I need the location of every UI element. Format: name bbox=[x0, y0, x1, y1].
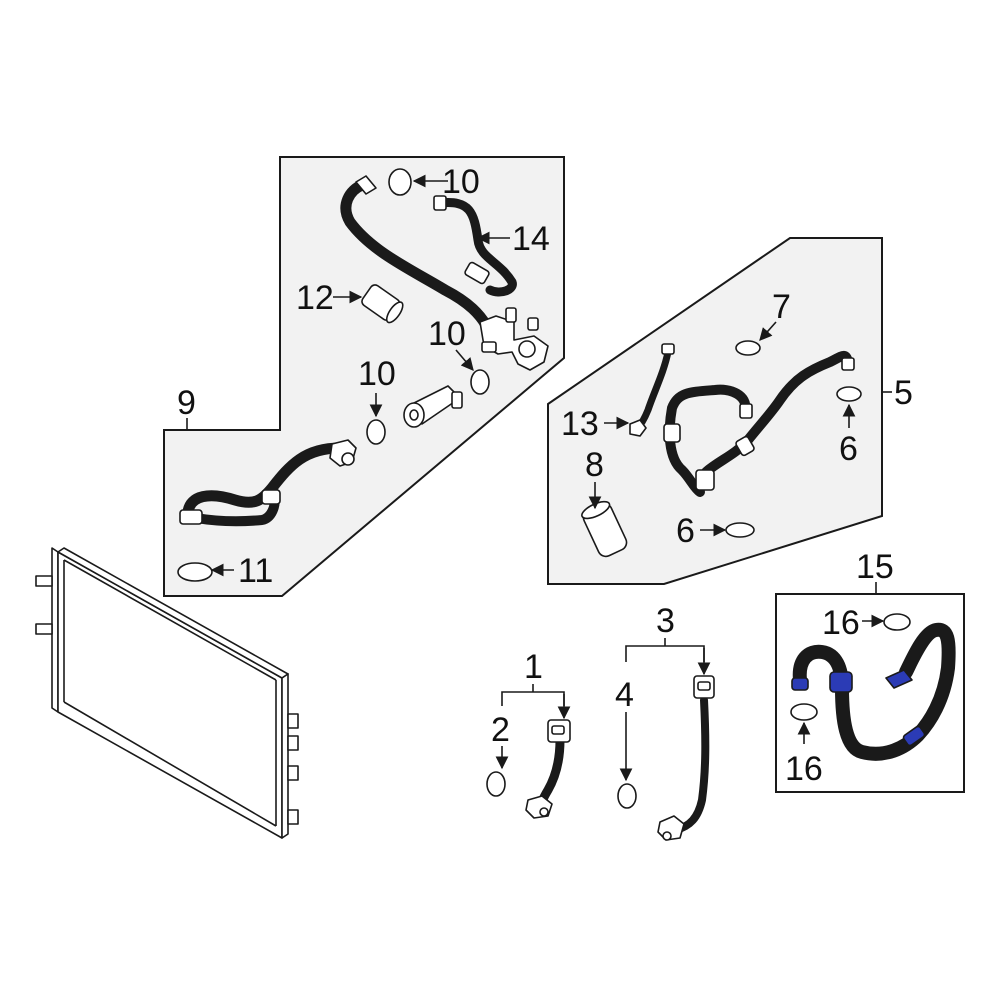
callout-13: 13 bbox=[561, 405, 599, 443]
callout-16: 16 bbox=[822, 604, 860, 642]
o-ring-seal bbox=[883, 613, 911, 631]
o-ring-seal bbox=[388, 168, 412, 196]
panel-group-9 bbox=[163, 156, 565, 597]
ac-line-short bbox=[525, 719, 571, 819]
o-ring-seal bbox=[735, 340, 761, 356]
callout-2: 2 bbox=[491, 711, 510, 749]
highlighted-hose-fill bbox=[794, 624, 954, 759]
o-ring-seal bbox=[617, 783, 637, 809]
ac-line-long bbox=[657, 675, 715, 841]
callout-16: 16 bbox=[785, 750, 823, 788]
callout-12: 12 bbox=[296, 279, 334, 317]
callout-10: 10 bbox=[442, 163, 480, 201]
panel-group-5 bbox=[547, 237, 883, 585]
callout-6: 6 bbox=[839, 430, 858, 468]
callout-15: 15 bbox=[856, 548, 894, 586]
callout-7: 7 bbox=[772, 288, 791, 326]
callout-1: 1 bbox=[524, 648, 543, 686]
callout-10: 10 bbox=[358, 355, 396, 393]
o-ring-seal bbox=[470, 369, 490, 395]
o-ring-seal bbox=[486, 771, 506, 797]
callout-3: 3 bbox=[656, 602, 675, 640]
o-ring-seal bbox=[836, 386, 862, 402]
callout-9: 9 bbox=[177, 384, 196, 422]
condenser bbox=[35, 547, 299, 839]
o-ring-seal bbox=[790, 703, 818, 721]
callout-8: 8 bbox=[585, 446, 604, 484]
receiver-drier-cartridge bbox=[361, 284, 404, 324]
callout-5: 5 bbox=[894, 374, 913, 412]
callout-6: 6 bbox=[676, 512, 695, 550]
ac-suction-hose-highlighted bbox=[791, 622, 956, 761]
o-ring-seal bbox=[177, 562, 213, 582]
o-ring-seal bbox=[725, 522, 755, 538]
line-fitting bbox=[403, 385, 463, 428]
callout-10: 10 bbox=[428, 315, 466, 353]
callout-11: 11 bbox=[238, 552, 273, 590]
callout-14: 14 bbox=[512, 220, 550, 258]
o-ring-seal bbox=[366, 419, 386, 445]
callout-4: 4 bbox=[615, 676, 634, 714]
